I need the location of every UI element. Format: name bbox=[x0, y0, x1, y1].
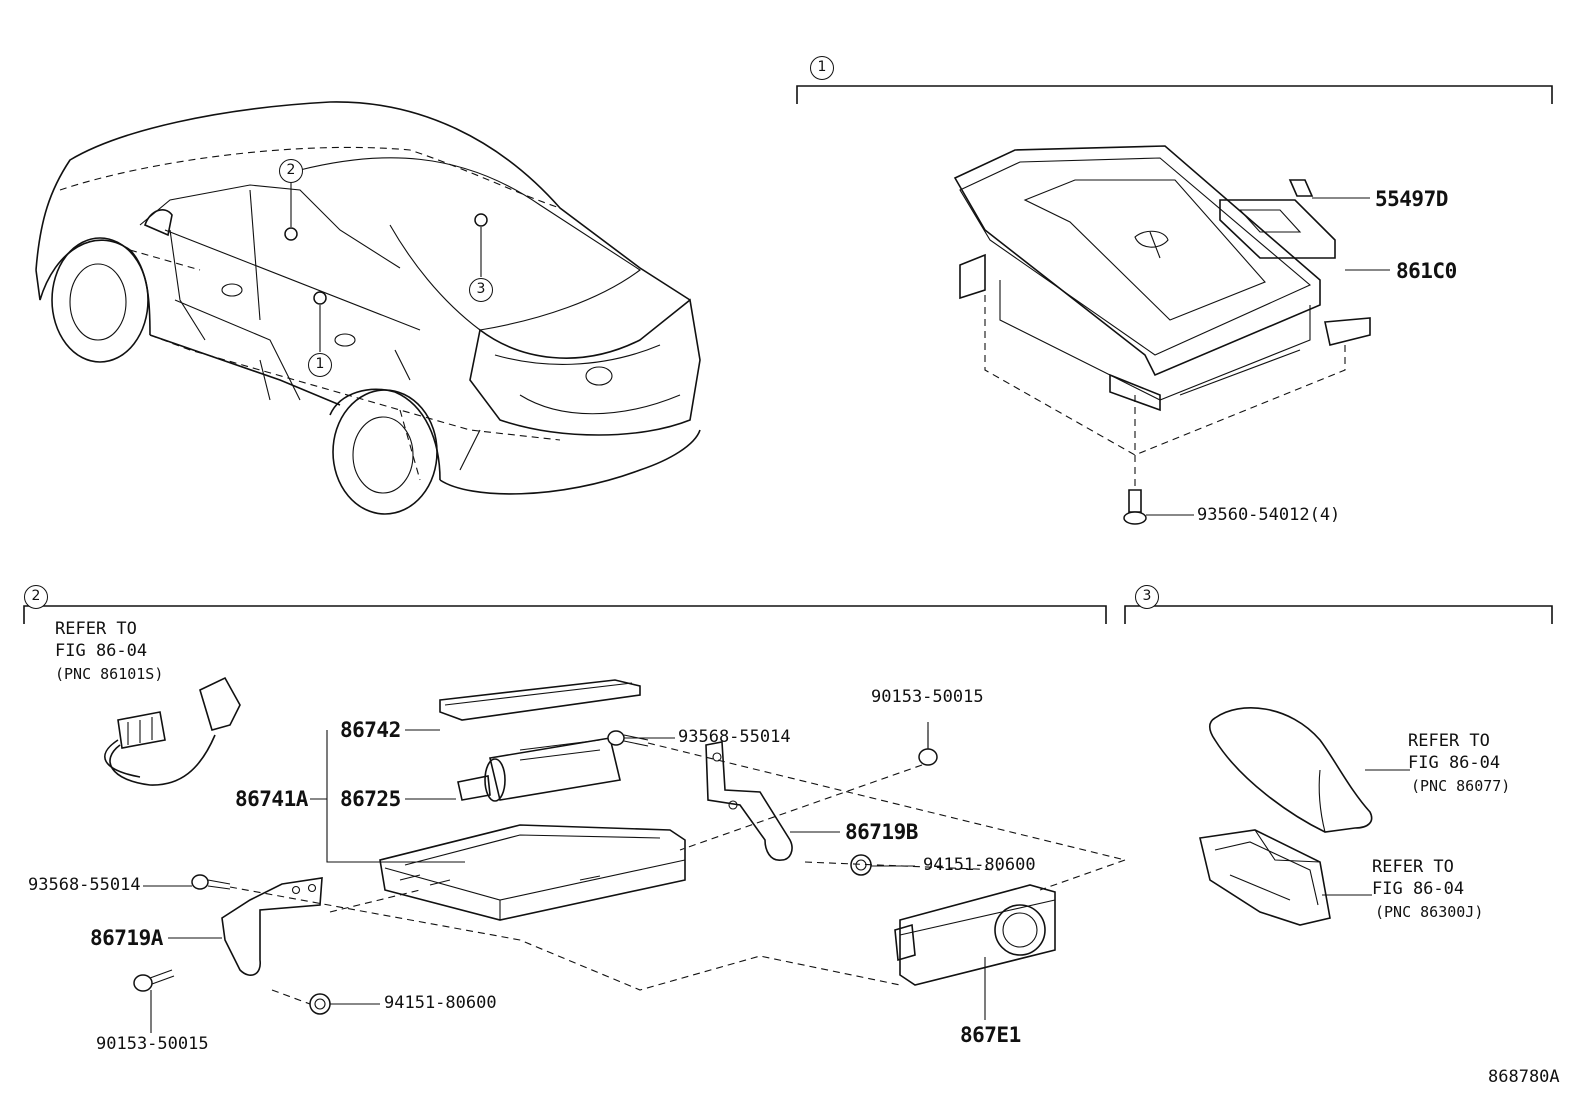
refer-note-1-line2: FIG 86-04 bbox=[55, 641, 148, 661]
part-label-93568-top: 93568-55014 bbox=[678, 727, 791, 747]
part-label-86741a: 86741A bbox=[235, 787, 308, 811]
antenna-base bbox=[1199, 829, 1331, 926]
wire-harness bbox=[104, 676, 241, 786]
refer-note-2-line3: (PNC 86077) bbox=[1411, 777, 1511, 795]
part-label-55497d: 55497D bbox=[1375, 187, 1448, 211]
part-label-86725: 86725 bbox=[340, 787, 401, 811]
unit-86741a bbox=[379, 824, 686, 921]
section-2-parts bbox=[104, 676, 1126, 1033]
refer-note-1-line3: (PNC 86101S) bbox=[55, 665, 164, 683]
refer-note-2-line2: FIG 86-04 bbox=[1408, 753, 1501, 773]
refer-note-3-line2: FIG 86-04 bbox=[1372, 879, 1465, 899]
bracket-86719a bbox=[221, 877, 323, 976]
part-label-86719b: 86719B bbox=[845, 820, 918, 844]
part-label-94151-bottom: 94151-80600 bbox=[384, 993, 497, 1013]
refer-note-1-line1: REFER TO bbox=[55, 619, 137, 639]
part-label-94151-right: 94151-80600 bbox=[923, 855, 1036, 875]
callout-3-section: 3 bbox=[1135, 585, 1159, 609]
section-1-bracket bbox=[796, 85, 1553, 104]
refer-note-2-line1: REFER TO bbox=[1408, 731, 1490, 751]
module-86725 bbox=[489, 737, 621, 801]
module-867e1 bbox=[899, 884, 1056, 986]
callout-1-section: 1 bbox=[810, 56, 834, 80]
callout-1-vehicle: 1 bbox=[308, 353, 332, 377]
bracket-86719b bbox=[705, 741, 793, 861]
callout-2-section: 2 bbox=[24, 585, 48, 609]
wireless-charger-861c0 bbox=[953, 145, 1390, 525]
part-label-86742: 86742 bbox=[340, 718, 401, 742]
section-3-bracket bbox=[1124, 605, 1553, 624]
section-2-bracket bbox=[23, 605, 1107, 624]
part-label-bolt-93560: 93560-54012(4) bbox=[1197, 505, 1341, 525]
vehicle-illustration bbox=[35, 101, 701, 515]
refer-note-3-line3: (PNC 86300J) bbox=[1375, 903, 1484, 921]
part-label-867e1: 867E1 bbox=[960, 1023, 1021, 1047]
section-3-parts bbox=[1199, 707, 1410, 926]
part-label-90153-top: 90153-50015 bbox=[871, 687, 984, 707]
part-label-93568-left: 93568-55014 bbox=[28, 875, 141, 895]
antenna-cover bbox=[1208, 707, 1373, 833]
refer-note-3-line1: REFER TO bbox=[1372, 857, 1454, 877]
part-label-90153-bottom: 90153-50015 bbox=[96, 1034, 209, 1054]
part-label-861c0: 861C0 bbox=[1396, 259, 1457, 283]
fasteners bbox=[133, 730, 938, 1015]
figure-id: 868780A bbox=[1488, 1067, 1560, 1087]
part-label-86719a: 86719A bbox=[90, 926, 163, 950]
plate-86742 bbox=[439, 679, 641, 721]
callout-3-vehicle: 3 bbox=[469, 278, 493, 302]
callout-2-vehicle: 2 bbox=[279, 159, 303, 183]
